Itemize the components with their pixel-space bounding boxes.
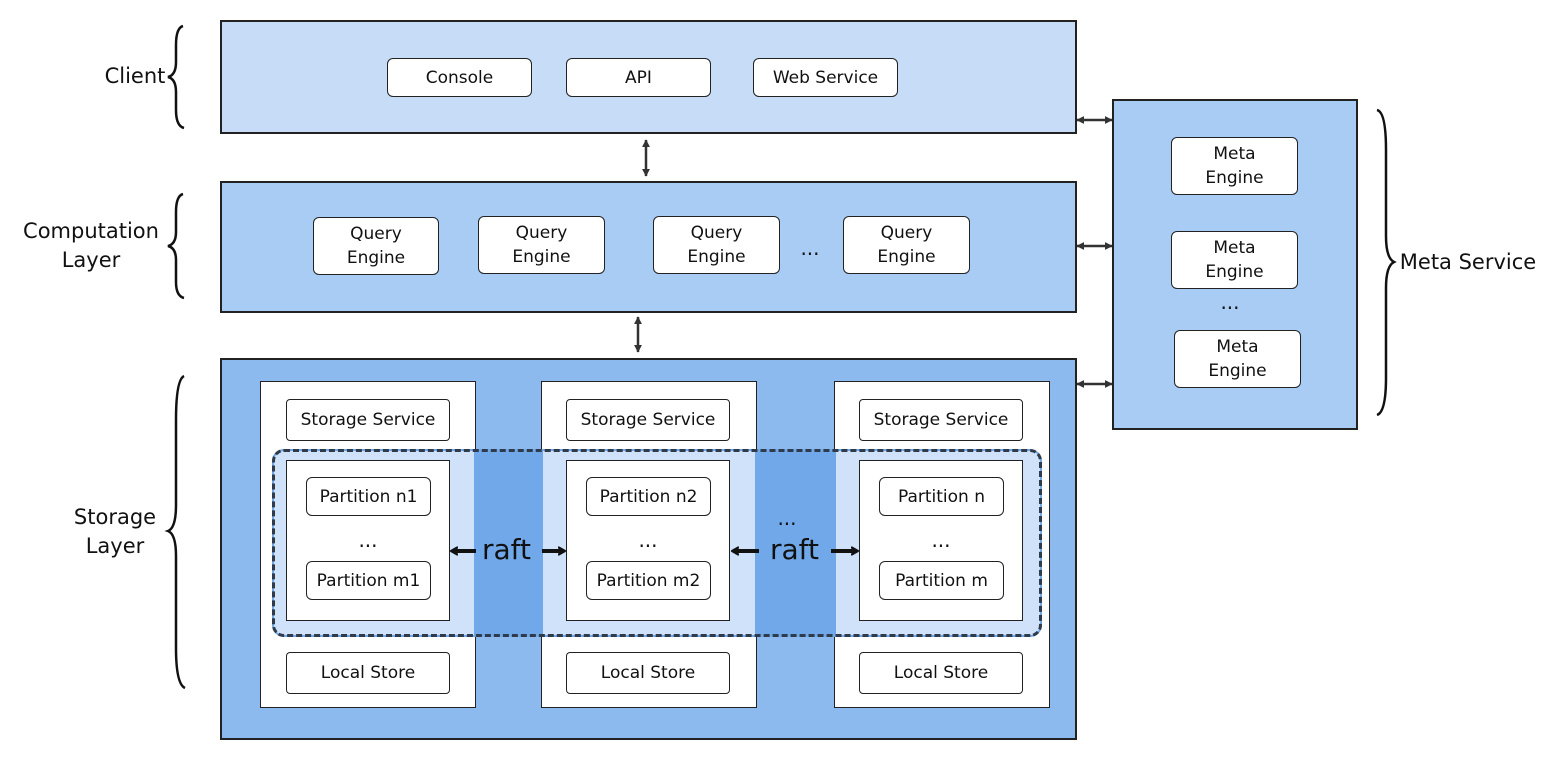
query-engine-2: Query Engine <box>478 216 605 274</box>
client-label: Client <box>104 64 166 88</box>
query-engine-ellipsis: ... <box>800 236 820 260</box>
computation-layer-label: Computation Layer <box>23 219 159 272</box>
computation-brace <box>167 192 185 300</box>
partition-ellipsis-3: ... <box>931 528 951 552</box>
api-box: API <box>566 58 711 97</box>
storage-brace <box>164 374 186 690</box>
meta-engine-3: Meta Engine <box>1174 330 1301 388</box>
partition-m: Partition m <box>879 561 1004 600</box>
partition-n1: Partition n1 <box>306 477 431 516</box>
raft-group-border <box>272 449 1042 637</box>
storage-layer-label: Storage Layer <box>73 505 157 558</box>
meta-engine-2: Meta Engine <box>1171 231 1298 289</box>
query-engine-3: Query Engine <box>653 216 780 274</box>
query-engine-1: Query Engine <box>313 217 439 275</box>
console-box: Console <box>387 58 532 97</box>
partition-ellipsis-1: ... <box>358 528 378 552</box>
query-engine-4: Query Engine <box>843 216 970 274</box>
partition-m2: Partition m2 <box>586 561 711 600</box>
storage-service-1: Storage Service <box>286 399 450 441</box>
client-brace <box>167 24 185 130</box>
storage-service-2: Storage Service <box>566 399 730 441</box>
meta-engine-ellipsis: ... <box>1220 290 1240 314</box>
web-service-box: Web Service <box>753 58 898 97</box>
meta-service-label: Meta Service <box>1399 250 1537 274</box>
local-store-1: Local Store <box>286 652 450 694</box>
meta-engine-1: Meta Engine <box>1171 137 1298 195</box>
local-store-2: Local Store <box>566 652 730 694</box>
partition-m1: Partition m1 <box>306 561 431 600</box>
meta-brace <box>1376 108 1397 417</box>
storage-service-3: Storage Service <box>859 399 1023 441</box>
raft-label-2: raft <box>770 533 820 566</box>
partition-n2: Partition n2 <box>586 477 711 516</box>
storage-column-ellipsis: ... <box>777 506 797 530</box>
partition-ellipsis-2: ... <box>638 528 658 552</box>
partition-n: Partition n <box>879 477 1004 516</box>
local-store-3: Local Store <box>859 652 1023 694</box>
raft-label-1: raft <box>482 533 532 566</box>
